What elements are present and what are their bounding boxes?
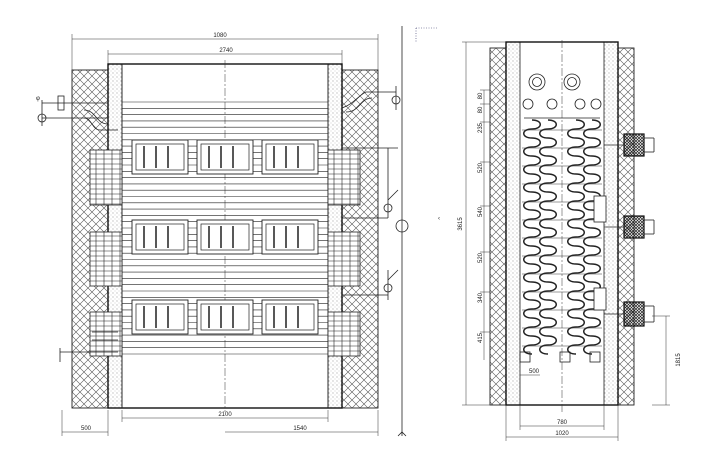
svg-text:φ: φ xyxy=(36,96,40,102)
nozzle-box xyxy=(623,215,645,239)
header-box-inner xyxy=(265,143,315,171)
header-box-inner xyxy=(135,143,185,171)
header-box-outer xyxy=(196,139,254,175)
header-box-outer xyxy=(131,219,189,255)
header-box-outer xyxy=(261,139,319,175)
dim-bottom-outer: 1020 xyxy=(555,431,569,437)
coil-header xyxy=(593,195,607,223)
seg-dim-label: 80 xyxy=(478,106,484,113)
dim-bottom-left: 500 xyxy=(81,426,92,432)
dim-inner-width: 2740 xyxy=(219,48,233,54)
seg-dim-label: 415 xyxy=(478,332,484,343)
seg-dim-label: 520 xyxy=(478,252,484,263)
side-bottom-dims: 500 780 1020 xyxy=(505,369,619,441)
seg-dim-label: 520 xyxy=(478,162,484,173)
header-box-outer xyxy=(131,299,189,335)
seg-dim-label: 80 xyxy=(478,92,484,99)
coil-header xyxy=(593,287,607,311)
top-left-valve-assembly: φ xyxy=(36,95,118,131)
header-box-inner xyxy=(135,303,185,331)
side-right-dims: 1815 xyxy=(652,315,682,406)
bundle-frame xyxy=(89,231,123,287)
side-nozzles xyxy=(604,133,655,327)
header-box-outer xyxy=(261,219,319,255)
coil-loop xyxy=(567,119,585,355)
side-view: 3615 80 80 235 520 540 520 340 415 500 780 1020… xyxy=(458,40,682,441)
header-box-outer xyxy=(261,299,319,335)
header-box-inner xyxy=(200,223,250,251)
header-box-inner xyxy=(265,303,315,331)
header-box-inner xyxy=(200,303,250,331)
header-box-outer xyxy=(196,299,254,335)
dim-right-height: 1815 xyxy=(676,353,682,367)
dim-bottom-right: 1540 xyxy=(293,426,307,432)
header-box-inner xyxy=(265,223,315,251)
front-header-boxes xyxy=(131,139,319,335)
front-side-bundles xyxy=(89,149,361,357)
view-divider: ‹ xyxy=(395,26,440,437)
right-valve-assembly xyxy=(341,86,401,300)
coil-loop xyxy=(583,119,601,355)
coil-loop xyxy=(539,119,557,355)
side-top-inlets xyxy=(522,73,602,119)
coil-loop xyxy=(523,119,541,355)
dim-overall-width: 1080 xyxy=(213,33,227,39)
nozzle-box xyxy=(623,133,645,157)
bundle-frame xyxy=(89,311,123,357)
side-right-insulation xyxy=(603,41,619,406)
nozzle-box xyxy=(623,301,645,327)
header-box-inner xyxy=(135,223,185,251)
bottom-left-drain xyxy=(59,331,118,362)
header-box-outer xyxy=(196,219,254,255)
side-bottom-outlets xyxy=(519,351,601,363)
side-serpentine-coils xyxy=(522,119,607,355)
seg-dim-label: 540 xyxy=(478,206,484,217)
side-left-dimensions: 3615 80 80 235 520 540 520 340 415 xyxy=(458,41,506,406)
header-box-inner xyxy=(200,143,250,171)
seg-dim-label: 340 xyxy=(478,292,484,303)
svg-text:‹: ‹ xyxy=(438,216,440,222)
bundle-frame xyxy=(327,311,361,357)
front-view: 1080 2740 xyxy=(36,26,440,437)
header-box-outer xyxy=(131,139,189,175)
bundle-frame xyxy=(89,149,123,206)
dim-bottom: 2100 1540 500 xyxy=(61,410,379,436)
seg-dim-label: 235 xyxy=(478,122,484,133)
side-left-insulation xyxy=(505,41,521,406)
dim-bottom-inner: 780 xyxy=(557,420,568,426)
bundle-frame xyxy=(327,231,361,287)
bundle-frame xyxy=(327,149,361,206)
dim-bottom-width: 2100 xyxy=(218,412,232,418)
side-left-brick xyxy=(489,47,507,406)
dim-bottom-small: 500 xyxy=(529,369,540,375)
dim-left-total: 3615 xyxy=(458,217,464,231)
